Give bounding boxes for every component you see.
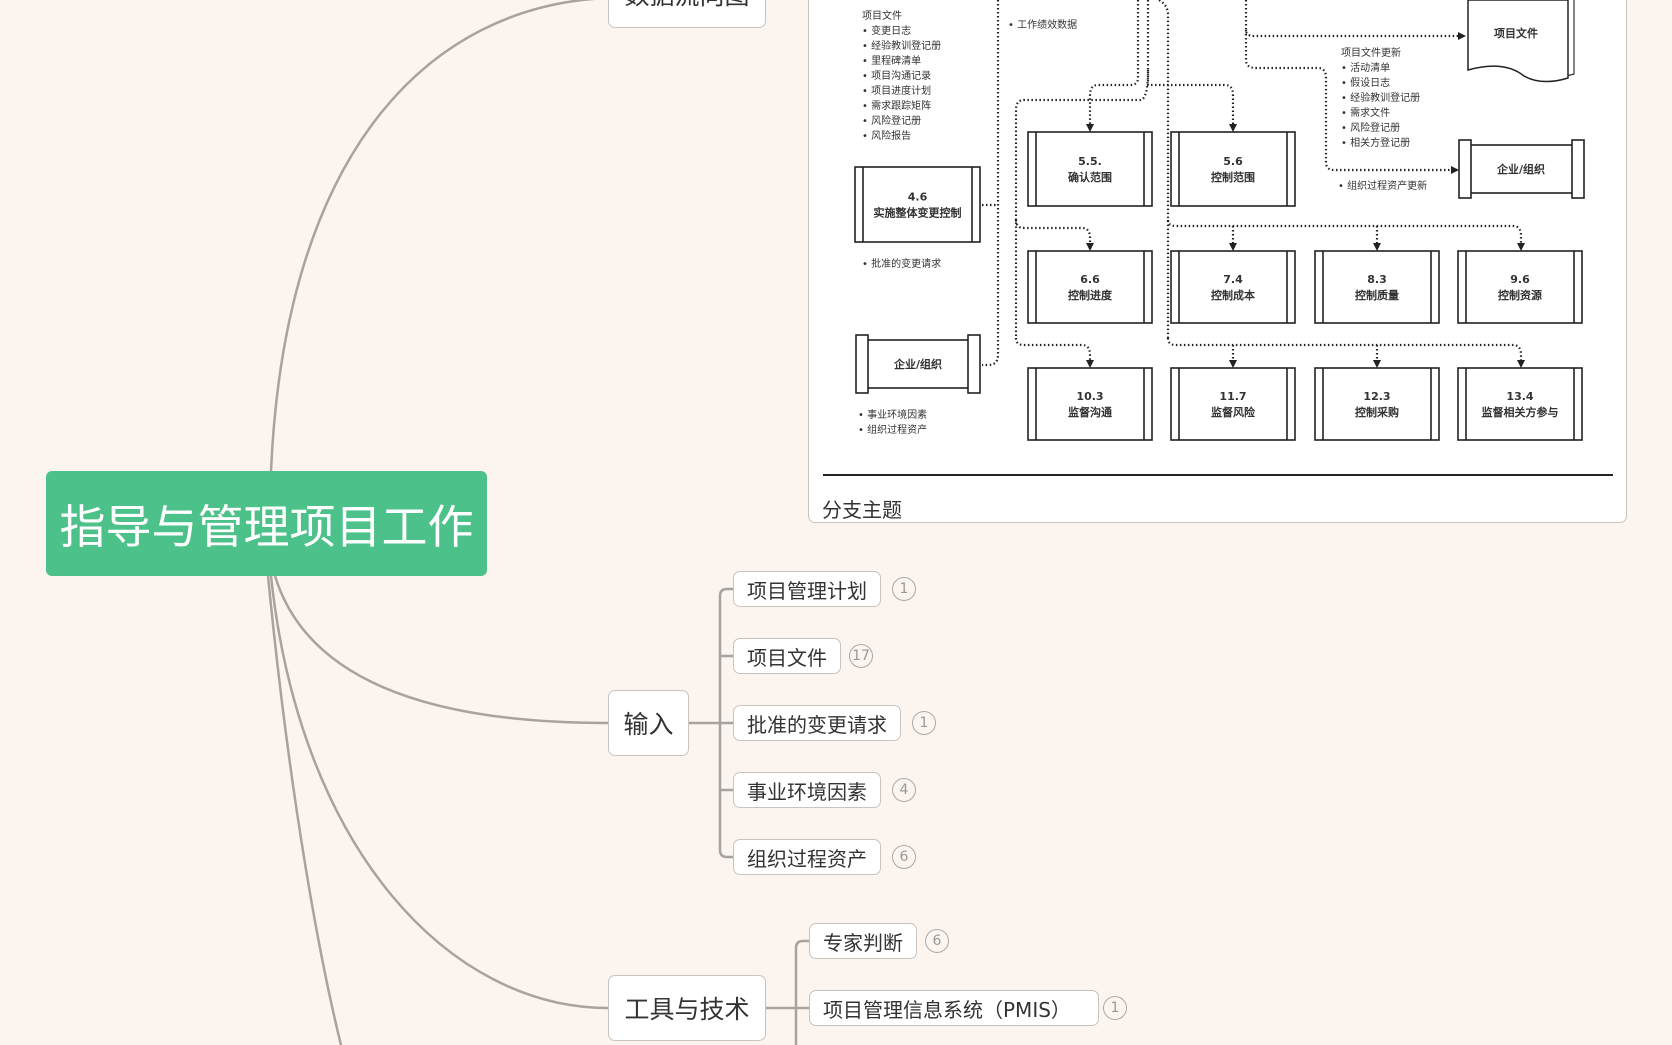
topic-dataflow[interactable]: 数据流向图 [608, 0, 766, 28]
connector-offscreen [266, 575, 343, 1045]
connector-dataflow [269, 0, 598, 472]
input-item-label: 批准的变更请求 [747, 712, 887, 737]
input-item-label: 事业环境因素 [747, 779, 867, 804]
tool-item[interactable]: 项目管理信息系统（PMIS） [809, 990, 1099, 1026]
count-badge[interactable]: 4 [892, 778, 916, 802]
dataflow-image[interactable] [808, 0, 1627, 523]
input-item-label: 项目管理计划 [747, 578, 867, 603]
root-topic-label: 指导与管理项目工作 [59, 499, 474, 554]
tool-item-label: 项目管理信息系统（PMIS） [823, 997, 1071, 1022]
image-caption: 分支主题 [822, 498, 902, 522]
connector-tools [269, 575, 609, 1010]
input-item[interactable]: 项目文件 [733, 638, 841, 674]
topic-inputs-label: 输入 [623, 710, 674, 739]
count-badge[interactable]: 17 [849, 644, 873, 668]
root-topic[interactable]: 指导与管理项目工作 [46, 471, 487, 576]
connector-inputs-children [689, 587, 733, 859]
connector-tools-children [766, 939, 809, 1045]
count-badge[interactable]: 6 [892, 845, 916, 869]
connector-inputs [273, 575, 609, 725]
input-item[interactable]: 组织过程资产 [733, 839, 881, 875]
topic-inputs[interactable]: 输入 [608, 690, 689, 756]
count-badge[interactable]: 1 [1103, 996, 1127, 1020]
count-badge[interactable]: 1 [912, 711, 936, 735]
count-badge[interactable]: 1 [892, 577, 916, 601]
input-item[interactable]: 项目管理计划 [733, 571, 881, 607]
input-item-label: 项目文件 [747, 645, 827, 670]
tool-item-label: 专家判断 [823, 930, 903, 955]
topic-tools-label: 工具与技术 [624, 995, 750, 1024]
topic-dataflow-label: 数据流向图 [624, 0, 749, 12]
count-badge[interactable]: 6 [925, 929, 949, 953]
input-item[interactable]: 事业环境因素 [733, 772, 881, 808]
topic-tools[interactable]: 工具与技术 [608, 975, 766, 1041]
tool-item[interactable]: 专家判断 [809, 923, 917, 959]
input-item[interactable]: 批准的变更请求 [733, 705, 901, 741]
input-item-label: 组织过程资产 [747, 846, 867, 871]
